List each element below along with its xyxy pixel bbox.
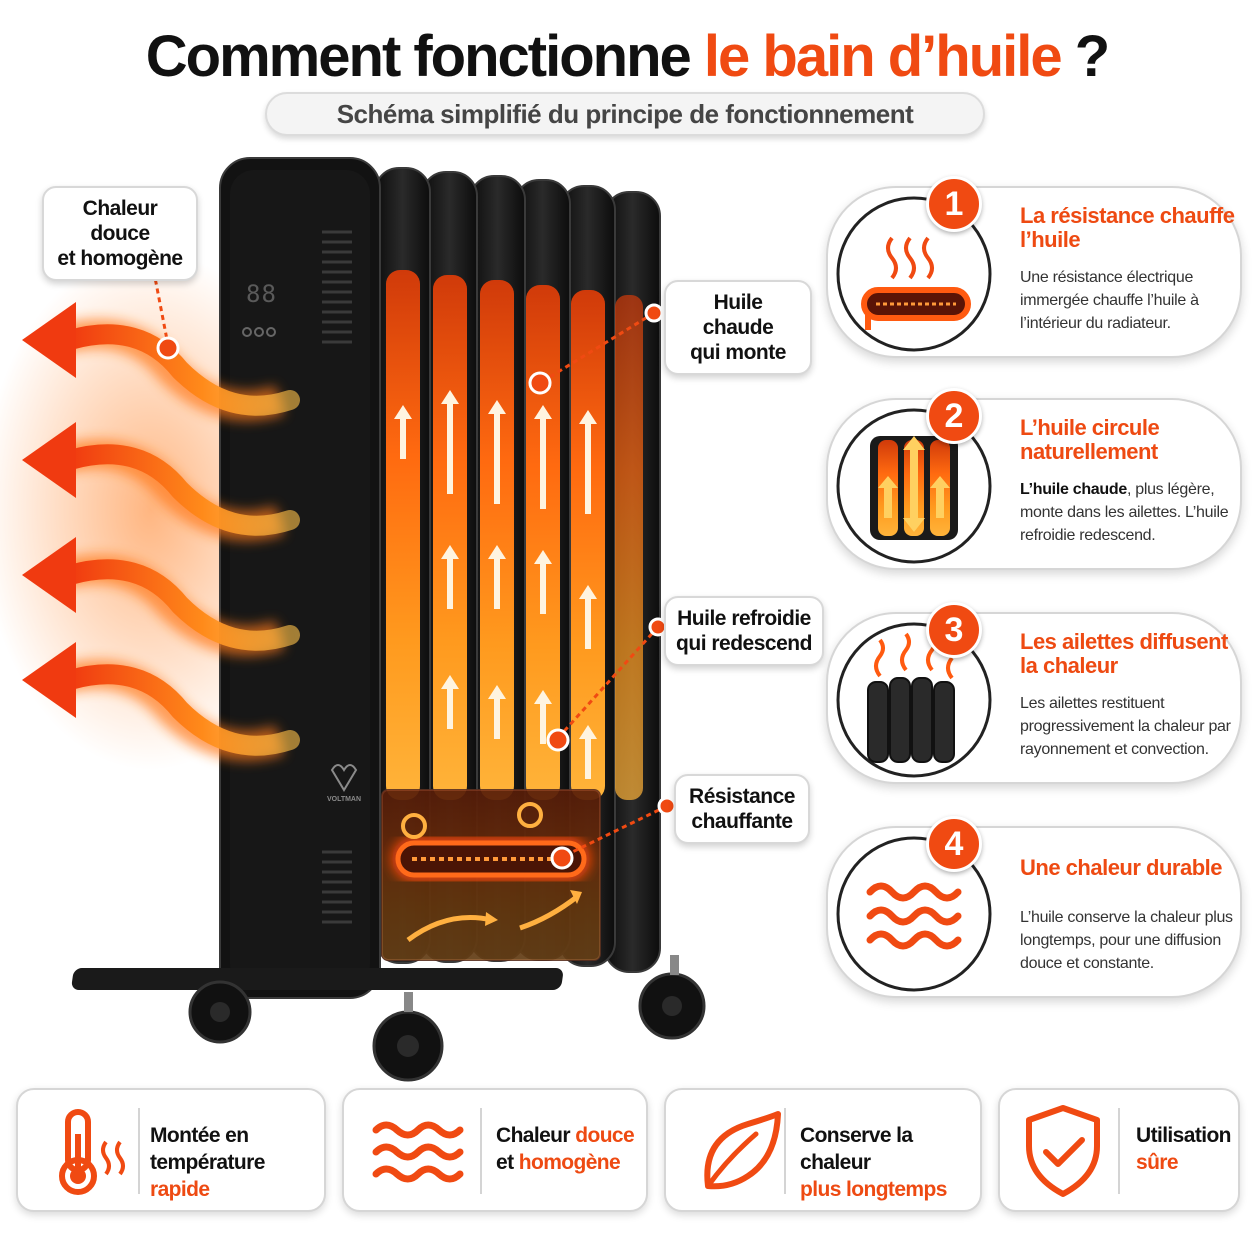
page-title: Comment fonctionne le bain d’huile ? — [0, 22, 1254, 92]
feature-soft-heat: Chaleur douce et homogène — [342, 1088, 648, 1212]
radiator-wheels — [71, 955, 706, 1082]
step-2-desc-rest: , plus légère, monte dans les ailettes. … — [1020, 481, 1229, 544]
heat-wave-arrows — [22, 302, 300, 761]
step-1-desc: Une résistance électrique immergée chauf… — [1020, 269, 1199, 332]
step-1-title: La résistance chauffe l’huile — [1020, 203, 1235, 252]
callout-hot-oil-line1: Huile chaude — [702, 291, 774, 339]
step-4-desc: L’huile conserve la chaleur plus longtem… — [1020, 909, 1233, 972]
feature-safe-use-line2: sûre — [1136, 1151, 1179, 1174]
step-3-title: Les ailettes diffusent la chaleur — [1020, 629, 1228, 678]
radiator-display: 88 — [246, 280, 277, 308]
callout-cooled-oil-line1: Huile refroidie — [677, 607, 811, 630]
fins-icon — [836, 622, 992, 778]
page-subtitle: Schéma simplifié du principe de fonction… — [265, 92, 985, 136]
title-part-3: ? — [1074, 24, 1110, 89]
thermometer-icon — [59, 1109, 125, 1195]
callout-soft-heat: Chaleur douce et homogène — [42, 186, 198, 281]
callout-cooled-oil: Huile refroidie qui redescend — [664, 596, 824, 666]
callout-soft-heat-line2: et homogène — [57, 247, 183, 270]
feature-soft-heat-line1b: douce — [575, 1124, 635, 1147]
feature-keeps-heat-text: Conserve la chaleur plus longtemps — [800, 1122, 980, 1203]
step-3-badge: 3 — [926, 602, 982, 658]
feature-soft-heat-text: Chaleur douce et homogène — [496, 1122, 646, 1176]
title-part-2: le bain d’huile — [703, 24, 1063, 89]
step-2-desc-bold: L’huile chaude — [1020, 481, 1127, 498]
step-4-title: Une chaleur durable — [1020, 855, 1223, 880]
brand-logo-icon — [330, 764, 358, 792]
callout-element-line2: chauffante — [691, 810, 793, 833]
feature-safe-use-text: Utilisation sûre — [1136, 1122, 1238, 1176]
step-3-card: 3 Les ailettes diffusent la chaleur Les … — [826, 602, 1242, 784]
callout-soft-heat-line1: Chaleur douce — [82, 197, 158, 245]
feature-fast-heating-line1: Montée en — [150, 1124, 249, 1147]
feature-safe-use: Utilisation sûre — [998, 1088, 1240, 1212]
callout-dots — [142, 252, 677, 870]
step-2-desc: L’huile chaude, plus légère, monte dans … — [1020, 478, 1242, 547]
step-3-desc: Les ailettes restituent progressivement … — [1020, 695, 1231, 758]
step-2-title: L’huile circule naturellement — [1020, 415, 1160, 464]
callout-heating-element: Résistance chauffante — [674, 774, 810, 844]
callout-hot-oil-line2: qui monte — [690, 341, 786, 364]
radiator-brand: VOLTMAN — [326, 796, 362, 803]
feature-fast-heating-line2b: rapide — [150, 1178, 210, 1201]
feature-soft-heat-line2a: et — [496, 1151, 514, 1174]
radiator-body — [219, 157, 381, 999]
step-1-card: 1 La résistance chauffe l’huile Une rési… — [826, 176, 1242, 358]
feature-fast-heating: Montée en température rapide — [16, 1088, 326, 1212]
heat-waves-icon — [836, 836, 992, 992]
oil-circulation-icon — [836, 408, 992, 564]
feature-keeps-heat-line2: plus longtemps — [800, 1178, 947, 1201]
callout-cooled-oil-line2: qui redescend — [676, 632, 812, 655]
title-part-1: Comment fonctionne — [145, 24, 692, 89]
feature-fast-heating-line2a: température — [150, 1151, 265, 1174]
oil-up-arrows — [394, 390, 597, 779]
callout-leaders — [150, 261, 668, 858]
leaf-icon — [704, 1111, 781, 1190]
step-2-badge: 2 — [926, 388, 982, 444]
oil-channels — [386, 270, 643, 800]
step-4-badge: 4 — [926, 816, 982, 872]
callout-hot-oil: Huile chaude qui monte — [664, 280, 812, 375]
feature-keeps-heat-line1: Conserve la chaleur — [800, 1124, 913, 1174]
heating-chamber — [381, 789, 601, 961]
feature-soft-heat-line1a: Chaleur — [496, 1124, 571, 1147]
callout-element-line1: Résistance — [689, 785, 795, 808]
waves-icon — [372, 1121, 464, 1183]
step-2-card: 2 L’huile circule naturellement L’huile … — [826, 388, 1242, 570]
step-4-card: 4 Une chaleur durable L’huile conserve l… — [826, 816, 1242, 998]
step-1-badge: 1 — [926, 176, 982, 232]
shield-check-icon — [1026, 1105, 1100, 1197]
feature-fast-heating-text: Montée en température rapide — [150, 1122, 326, 1203]
feature-safe-use-line1: Utilisation — [1136, 1124, 1232, 1147]
feature-soft-heat-line2b: homogène — [518, 1151, 621, 1174]
heating-element-icon — [836, 196, 992, 352]
feature-keeps-heat: Conserve la chaleur plus longtemps — [664, 1088, 982, 1212]
